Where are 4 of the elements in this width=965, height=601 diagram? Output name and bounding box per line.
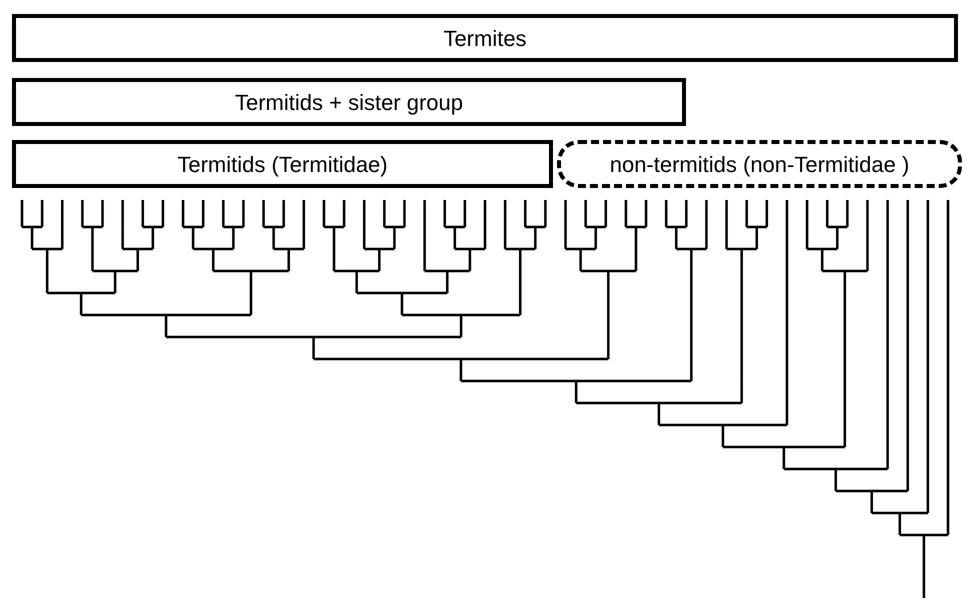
clade-label-box: Termitids + sister group xyxy=(12,78,686,126)
clade-label-box: non-termitids (non-Termitidae ) xyxy=(557,140,962,188)
clade-label-box: Termitids (Termitidae) xyxy=(12,140,553,188)
clade-label-box: Termites xyxy=(12,14,958,62)
